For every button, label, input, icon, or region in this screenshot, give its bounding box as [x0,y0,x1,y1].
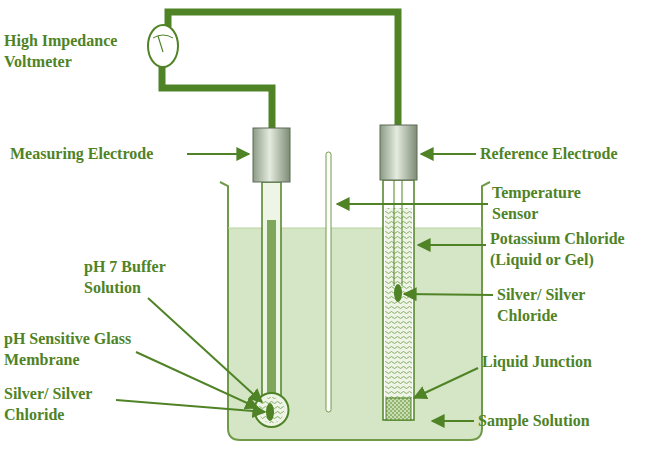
part-label: Reference Electrode [480,143,618,164]
voltmeter-symbol [148,25,178,67]
part-label: High Impedance Voltmeter [4,30,146,72]
leader-arrow [116,154,493,421]
reference-electrode [380,125,417,420]
wire [162,12,398,128]
part-label: Sample Solution [478,410,590,431]
temperature-sensor [326,152,331,412]
part-label: Temperature Sensor [492,182,604,224]
part-label: Silver/ Silver Chloride [497,284,615,326]
part-label: pH Sensitive Glass Membrane [4,328,134,370]
part-label: Measuring Electrode [10,143,153,164]
part-label: Potassium Chloride (Liquid or Gel) [490,228,650,270]
part-label: pH 7 Buffer Solution [84,256,176,298]
part-label: Silver/ Silver Chloride [4,383,122,425]
part-label: Liquid Junction [482,351,592,372]
measuring-electrode [253,128,290,427]
